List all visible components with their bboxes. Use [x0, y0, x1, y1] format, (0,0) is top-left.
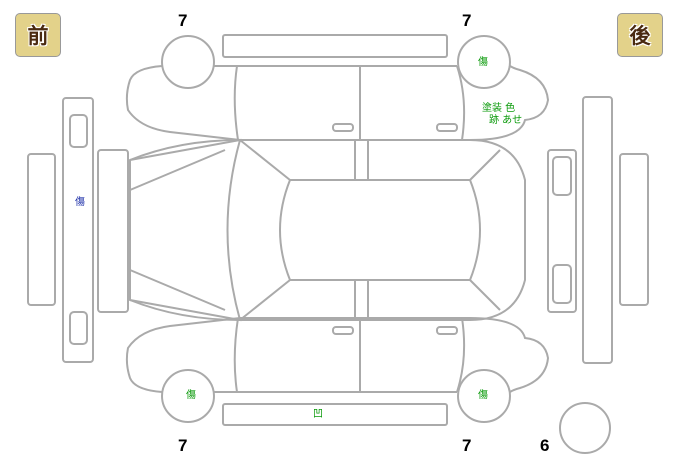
front-bumper-scratch-mark: 傷	[75, 197, 85, 208]
top-view-body[interactable]	[129, 139, 526, 321]
front-right-wheel-scratch-mark: 傷	[186, 390, 196, 401]
right-side-body[interactable]	[125, 317, 550, 395]
paint-mark-line2: 跡 あせ	[489, 115, 523, 126]
right-sill-dent-mark: 凹	[313, 409, 323, 420]
left-sill-panel[interactable]	[222, 34, 448, 58]
rear-badge: 後	[617, 13, 663, 57]
rear-right-wheel-depth: 7	[462, 436, 472, 455]
front-panel[interactable]	[27, 153, 56, 306]
rear-left-wheel-depth: 7	[462, 11, 472, 30]
rear-panel[interactable]	[619, 153, 649, 306]
front-left-wheel-depth: 7	[178, 11, 188, 30]
left-side-body[interactable]	[125, 63, 550, 141]
paint-mark-line1: 塗装 色	[482, 103, 516, 114]
rear-left-wheel[interactable]	[457, 35, 511, 89]
spare-tire-depth: 6	[540, 436, 550, 455]
rear-left-wheel-scratch-mark: 傷	[478, 57, 488, 68]
rear-right-wheel-scratch-mark: 傷	[478, 390, 488, 401]
front-grille[interactable]	[97, 149, 129, 313]
front-left-wheel[interactable]	[161, 35, 215, 89]
rear-bumper[interactable]	[582, 96, 613, 364]
front-badge: 前	[15, 13, 61, 57]
front-right-wheel[interactable]	[161, 369, 215, 423]
hood[interactable]	[129, 138, 242, 322]
spare-tire[interactable]	[559, 402, 611, 454]
rear-right-wheel[interactable]	[457, 369, 511, 423]
front-bumper[interactable]	[62, 97, 94, 363]
roof[interactable]	[279, 179, 481, 281]
right-sill-panel[interactable]	[222, 403, 448, 426]
front-right-wheel-depth: 7	[178, 436, 188, 455]
trunk[interactable]	[547, 149, 577, 313]
